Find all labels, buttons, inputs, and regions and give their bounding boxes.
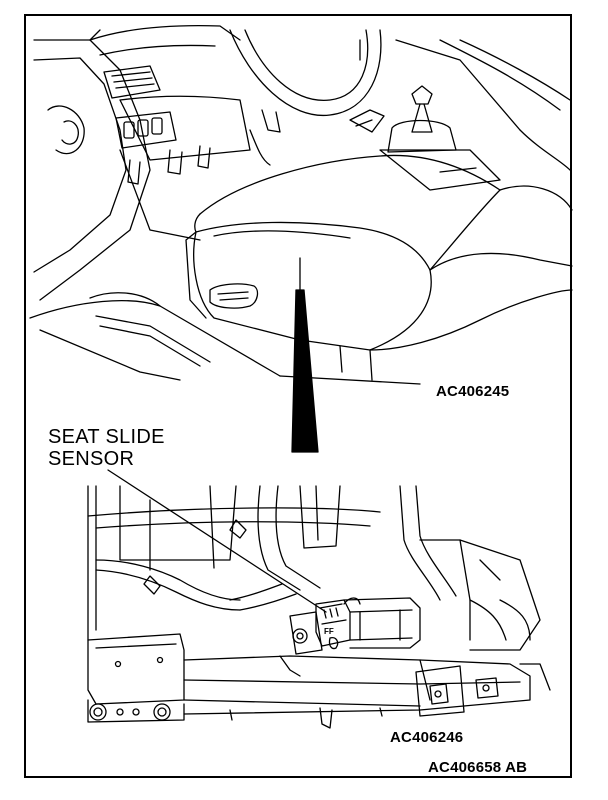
figure-code: AC406658 AB [428,759,528,776]
steering-wheel [229,29,382,166]
switch-panel [115,111,177,149]
door-panel [33,29,151,301]
callout-leader [107,469,327,613]
detail-pointer [291,257,319,453]
callout-label: SEAT SLIDE SENSOR [48,426,165,470]
lower-view [87,469,551,729]
sensor-marking: FF [324,627,334,636]
gear-shifter [349,39,521,191]
door-sill [29,292,421,385]
pedals [119,145,211,241]
seat-frame [87,485,541,651]
callout-line-2: SENSOR [48,448,135,470]
upper-view-code: AC406245 [436,383,510,400]
callout-line-1: SEAT SLIDE [48,426,165,448]
passenger-trim [439,39,571,171]
driver-seat [185,154,573,373]
lower-view-code: AC406246 [390,729,464,746]
figure-frame [24,14,572,778]
upper-view [29,24,573,453]
seat-rail [87,633,551,729]
dashboard [89,24,251,161]
seat-slide-sensor [289,597,421,655]
